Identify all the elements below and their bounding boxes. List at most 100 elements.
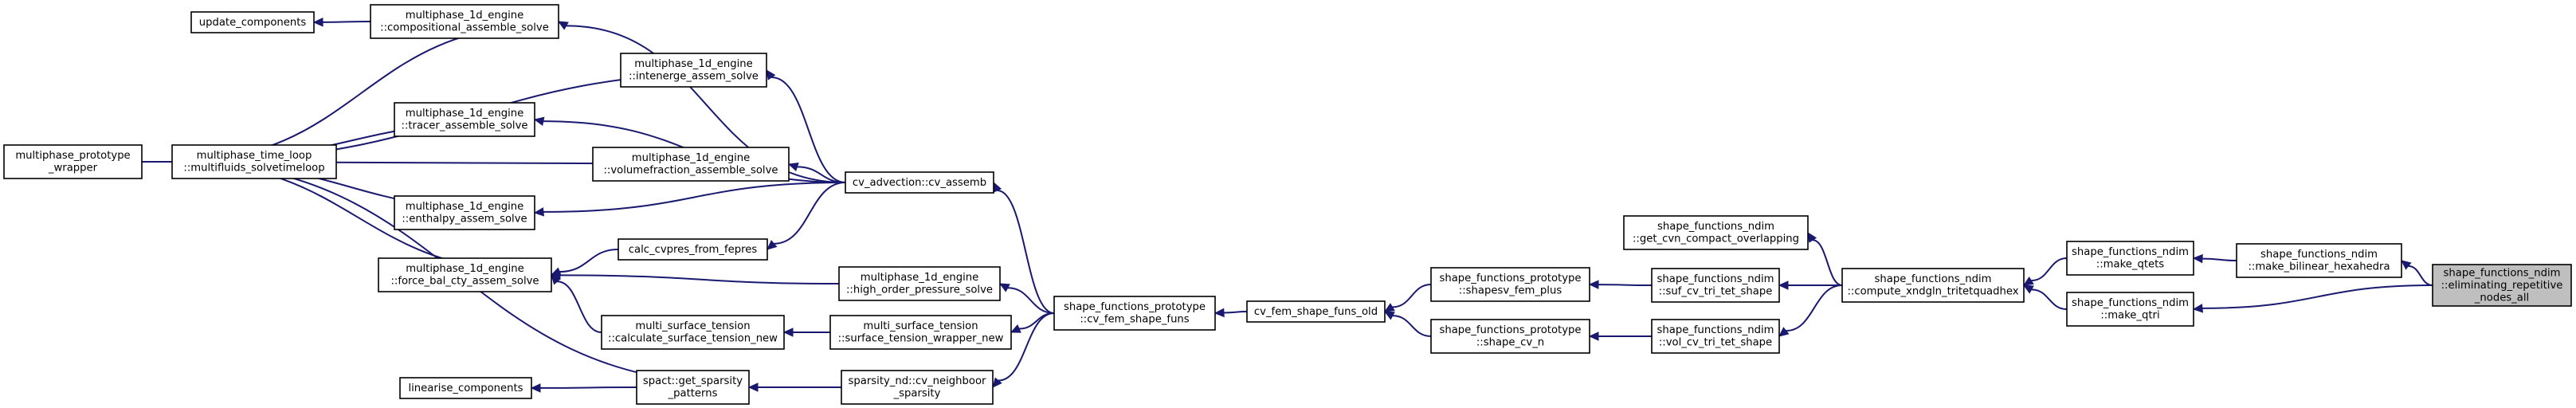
node-ml1d-comp[interactable]: multiphase_1d_engine::compositional_asse… — [370, 4, 559, 39]
arrowhead — [2022, 276, 2034, 286]
node-label-line: shape_functions_prototype — [1440, 273, 1582, 284]
node-ml1d-highorder[interactable]: multiphase_1d_engine::high_order_pressur… — [838, 266, 1001, 301]
edge-line — [2031, 288, 2068, 310]
node-box — [592, 147, 790, 182]
node-box — [1246, 300, 1386, 323]
edge-sfn-eliminating-to-sfn-bilinear — [2401, 260, 2433, 286]
node-sfn-compute[interactable]: shape_functions_ndim::compute_xndgln_tri… — [1841, 268, 2025, 303]
node-box — [636, 370, 750, 405]
node-box — [1841, 268, 2025, 303]
arrowhead — [766, 69, 776, 80]
node-sfn-sufcv[interactable]: shape_functions_ndim::suf_cv_tri_tet_sha… — [1651, 268, 1780, 303]
edge-line — [998, 312, 1055, 382]
node-box — [171, 144, 337, 179]
node-cv-fem-old[interactable]: cv_fem_shape_funs_old — [1246, 300, 1386, 323]
arrowhead — [2401, 260, 2412, 270]
node-label-line: multiphase_time_loop — [197, 150, 312, 162]
edge-cv-assemb-to-ml1d-enthalpy — [533, 182, 846, 217]
edge-sfn-eliminating-to-sfn-qtri — [2192, 284, 2433, 313]
nodes-layer: update_componentsmultiphase_1d_engine::c… — [3, 4, 2572, 405]
node-label-line: ::tracer_assemble_solve — [402, 120, 528, 132]
node-mtl-msolve[interactable]: multiphase_time_loop::multifluids_solvet… — [171, 144, 337, 179]
node-sparsity-nd[interactable]: sparsity_nd::cv_neighboor_sparsity — [841, 370, 994, 405]
node-ml1d-volfrac[interactable]: multiphase_1d_engine::volumefraction_ass… — [592, 147, 790, 182]
node-sfp-cvfem[interactable]: shape_functions_prototype::cv_fem_shape_… — [1053, 296, 1216, 331]
node-box — [1053, 296, 1216, 331]
arrowhead — [530, 383, 541, 393]
node-sfn-eliminating[interactable]: shape_functions_ndim::eliminating_repeti… — [2432, 264, 2572, 307]
arrowhead — [1778, 327, 1790, 337]
node-box — [3, 144, 143, 179]
node-label-line: multi_surface_tension — [635, 320, 750, 332]
arrowhead — [533, 207, 545, 217]
edge-sfn-qtri-to-sfn-compute — [2022, 284, 2068, 310]
arrowhead — [1807, 231, 1817, 243]
node-label-line: _sparsity — [893, 388, 941, 400]
edge-mst-wrapper-to-mst-calc — [782, 328, 831, 337]
edge-line — [1786, 284, 1843, 332]
node-label-line: cv_fem_shape_funs_old — [1254, 306, 1378, 318]
node-box — [1623, 215, 1809, 250]
edge-sfp-shapecvn-to-cv-fem-old — [1383, 311, 1432, 337]
node-label-line: _wrapper — [48, 163, 98, 175]
node-mp-wrapper[interactable]: multiphase_prototype_wrapper — [3, 144, 143, 179]
node-label-line: sparsity_nd::cv_neighboor — [849, 375, 986, 387]
node-linearise-components[interactable]: linearise_components — [399, 377, 532, 399]
node-label-line: shape_functions_ndim — [1657, 273, 1774, 285]
node-label-line: update_components — [199, 17, 307, 29]
node-ml1d-intenerge[interactable]: multiphase_1d_engine::intenerge_assem_so… — [620, 53, 767, 88]
node-sfn-bilinear[interactable]: shape_functions_ndim::make_bilinear_hexa… — [2236, 243, 2402, 278]
edge-line — [1392, 315, 1432, 337]
arrowhead — [992, 377, 1002, 388]
node-sfn-getcvn[interactable]: shape_functions_ndim::get_cvn_compact_ov… — [1623, 215, 1809, 250]
edge-mtl-msolve-to-ml1d-comp — [171, 20, 560, 163]
node-sfn-qtets[interactable]: shape_functions_ndim::make_qtets — [2066, 241, 2194, 276]
node-label-line: ::shapesv_fem_plus — [1459, 285, 1562, 297]
node-ml1d-tracer[interactable]: multiphase_1d_engine::tracer_assemble_so… — [394, 102, 535, 137]
edge-line — [559, 249, 619, 273]
node-sfp-shapesv[interactable]: shape_functions_prototype::shapesv_fem_p… — [1430, 267, 1590, 302]
edge-sfn-bilinear-to-sfn-qtets — [2192, 253, 2237, 264]
arrowhead — [998, 283, 1010, 292]
node-label-line: ::eliminating_repetitive — [2441, 280, 2563, 292]
arrowhead — [1383, 311, 1395, 320]
node-ml1d-forcebal[interactable]: multiphase_1d_engine::force_bal_cty_asse… — [378, 257, 552, 292]
node-ml1d-enthalpy[interactable]: multiphase_1d_engine::enthalpy_assem_sol… — [394, 195, 535, 230]
node-calc-cvpres[interactable]: calc_cvpres_from_fepres — [618, 238, 768, 261]
node-sfp-shapecvn[interactable]: shape_functions_prototype::shape_cv_n — [1430, 319, 1590, 354]
edge-mst-calc-to-ml1d-forcebal — [551, 274, 602, 333]
node-label-line: shape_functions_prototype — [1440, 324, 1582, 336]
edge-cv-assemb-to-calc-cvpres — [767, 182, 846, 250]
node-label-line: linearise_components — [408, 382, 523, 394]
arrowhead — [2192, 304, 2204, 313]
node-sfn-qtri[interactable]: shape_functions_ndim::make_qtri — [2066, 292, 2194, 327]
edge-cv-fem-old-to-sfp-cvfem — [1214, 308, 1248, 318]
node-box — [1430, 319, 1590, 354]
node-update-components[interactable]: update_components — [190, 11, 315, 33]
edges-layer — [4, 18, 2433, 393]
node-box — [2066, 292, 2194, 327]
node-label-line: multiphase_1d_engine — [406, 263, 523, 275]
node-mst-wrapper[interactable]: multi_surface_tension::surface_tension_w… — [829, 315, 1012, 350]
node-spact-getsparsity[interactable]: spact::get_sparsity_patterns — [636, 370, 750, 405]
edge-sfn-qtets-to-sfn-compute — [2022, 257, 2068, 286]
node-label-line: cv_advection::cv_assemb — [853, 177, 986, 189]
node-label-line: shape_functions_ndim — [2072, 297, 2189, 309]
node-label-line: multiphase_1d_engine — [406, 108, 523, 120]
edge-sfn-compute-to-sfn-volcv — [1778, 284, 1843, 337]
edge-spact-getsparsity-to-linearise-components — [530, 383, 637, 393]
edge-sfn-sufcv-to-sfp-shapesv — [1588, 280, 1653, 289]
node-label-line: ::calculate_surface_tension_new — [608, 333, 778, 345]
node-label-line: ::compositional_assemble_solve — [380, 22, 549, 34]
edge-sfp-cvfem-to-sparsity-nd — [992, 312, 1055, 388]
node-sfn-volcv[interactable]: shape_functions_ndim::vol_cv_tri_tet_sha… — [1651, 319, 1780, 354]
edge-line — [2202, 284, 2433, 309]
node-label-line: ::make_bilinear_hexahedra — [2248, 261, 2390, 273]
edge-line — [171, 23, 551, 163]
edge-line — [1812, 239, 1843, 286]
node-label-line: ::cv_fem_shape_funs — [1080, 314, 1189, 326]
edge-line — [2202, 257, 2237, 261]
node-cv-assemb[interactable]: cv_advection::cv_assemb — [845, 171, 994, 194]
edge-sfn-volcv-to-sfp-shapecvn — [1588, 332, 1653, 341]
node-mst-calc[interactable]: multi_surface_tension::calculate_surface… — [601, 315, 785, 350]
